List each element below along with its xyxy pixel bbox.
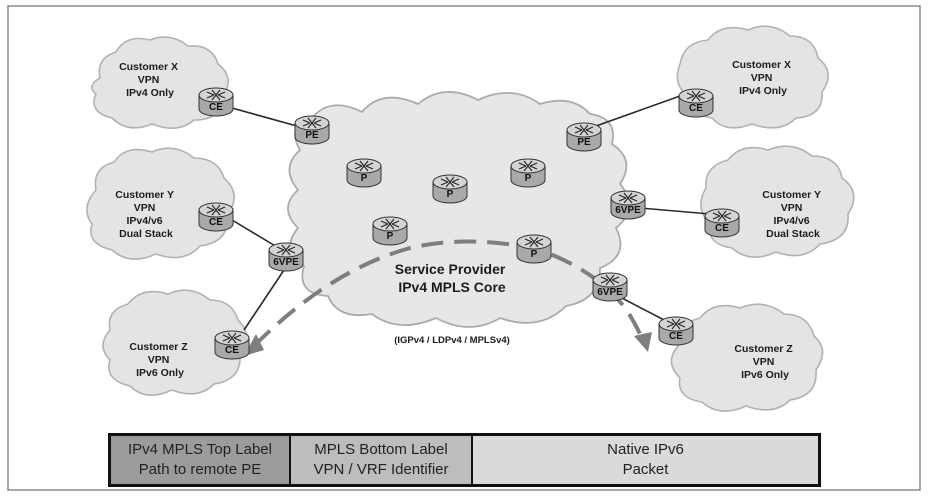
cloud-y-right-label: Customer Y VPN IPv4/v6 Dual Stack (762, 189, 823, 240)
packet-top-label-cell: IPv4 MPLS Top Label Path to remote PE (111, 436, 291, 484)
packet-bottom-label-cell: MPLS Bottom Label VPN / VRF Identifier (291, 436, 473, 484)
link-6vpe-left-ce-z (243, 269, 285, 331)
router-p-2: P (432, 174, 468, 204)
arrowhead-right (634, 332, 652, 352)
router-ce-z-right: CE (658, 316, 694, 346)
router-pe-left-label: PE (305, 130, 319, 141)
router-p-5: P (516, 234, 552, 264)
router-p-1-label: P (361, 173, 368, 184)
router-6vpe-right-upper-label: 6VPE (615, 205, 641, 216)
cloud-customer-z-right (670, 303, 824, 412)
router-6vpe-right-upper: 6VPE (610, 190, 646, 220)
router-pe-right: PE (566, 122, 602, 152)
router-p-4-label: P (387, 231, 394, 242)
router-pe-left: PE (294, 115, 330, 145)
packet-bottom-label-line1: MPLS Bottom Label (314, 441, 448, 458)
cloud-y-left-label: Customer Y VPN IPv4/v6 Dual Stack (115, 189, 176, 240)
packet-format-bar: IPv4 MPLS Top Label Path to remote PE MP… (108, 433, 821, 487)
router-ce-z-left-label: CE (225, 345, 239, 356)
router-ce-y-left: CE (198, 202, 234, 232)
cloud-x-right-label: Customer X VPN IPv4 Only (732, 59, 794, 97)
router-p-4: P (372, 216, 408, 246)
link-ce-x-left-pe (231, 107, 305, 129)
router-p-3: P (510, 158, 546, 188)
router-ce-z-right-label: CE (669, 331, 683, 342)
router-pe-right-label: PE (577, 137, 591, 148)
router-ce-x-left-label: CE (209, 102, 223, 113)
router-ce-x-right-label: CE (689, 103, 703, 114)
cloud-z-left-label: Customer Z VPN IPv6 Only (129, 341, 190, 379)
router-p-5-label: P (531, 249, 538, 260)
router-ce-x-right: CE (678, 88, 714, 118)
router-6vpe-right-lower-label: 6VPE (597, 287, 623, 298)
packet-payload-line2: Packet (622, 461, 669, 478)
packet-payload-line1: Native IPv6 (607, 441, 684, 458)
router-6vpe-left: 6VPE (268, 242, 304, 272)
ipv6-path-dashed-arrow (252, 239, 644, 348)
router-ce-z-left: CE (214, 330, 250, 360)
router-ce-y-right-label: CE (715, 223, 729, 234)
packet-top-label-line1: IPv4 MPLS Top Label (128, 441, 272, 458)
router-ce-y-left-label: CE (209, 217, 223, 228)
router-ce-y-right: CE (704, 208, 740, 238)
router-ce-x-left: CE (198, 87, 234, 117)
core-title-label: Service Provider IPv4 MPLS Core (395, 261, 509, 295)
service-provider-core-cloud (287, 91, 630, 328)
cloud-z-right-label: Customer Z VPN IPv6 Only (734, 343, 795, 381)
packet-payload-cell: Native IPv6 Packet (473, 436, 818, 484)
link-pe-right-ce-x (595, 95, 681, 127)
packet-top-label-line2: Path to remote PE (138, 461, 262, 478)
packet-bottom-label-line2: VPN / VRF Identifier (313, 461, 449, 478)
router-p-2-label: P (447, 189, 454, 200)
router-p-1: P (346, 158, 382, 188)
cloud-customer-y-right (700, 145, 855, 258)
cloud-x-left-label: Customer X VPN IPv4 Only (119, 61, 181, 99)
router-p-3-label: P (525, 173, 532, 184)
router-6vpe-left-label: 6VPE (273, 257, 299, 268)
link-6vpe-right-ce-y (639, 207, 711, 215)
link-6vpe-right-ce-z (617, 295, 669, 323)
router-6vpe-right-lower: 6VPE (592, 272, 628, 302)
core-protocols-label: (IGPv4 / LDPv4 / MPLSv4) (394, 335, 510, 346)
